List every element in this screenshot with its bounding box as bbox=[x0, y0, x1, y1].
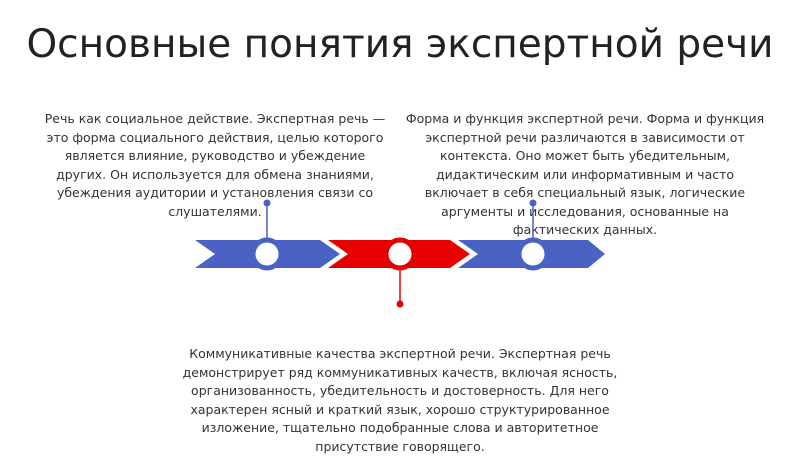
slide-title: Основные понятия экспертной речи bbox=[26, 22, 774, 67]
connector-dot-1 bbox=[263, 199, 271, 207]
connector-dot-2 bbox=[396, 300, 404, 308]
connector-dot-3 bbox=[529, 199, 537, 207]
concept-block-communicative-qualities: Коммуникативные качества экспертной речи… bbox=[182, 346, 618, 454]
concept-block-form-function: Форма и функция экспертной речи. Форма и… bbox=[405, 111, 765, 237]
timeline-node-3 bbox=[516, 237, 550, 271]
concept-block-social-action: Речь как социальное действие. Экспертная… bbox=[44, 111, 386, 219]
timeline-node-1 bbox=[250, 237, 284, 271]
timeline-node-2 bbox=[383, 237, 417, 271]
